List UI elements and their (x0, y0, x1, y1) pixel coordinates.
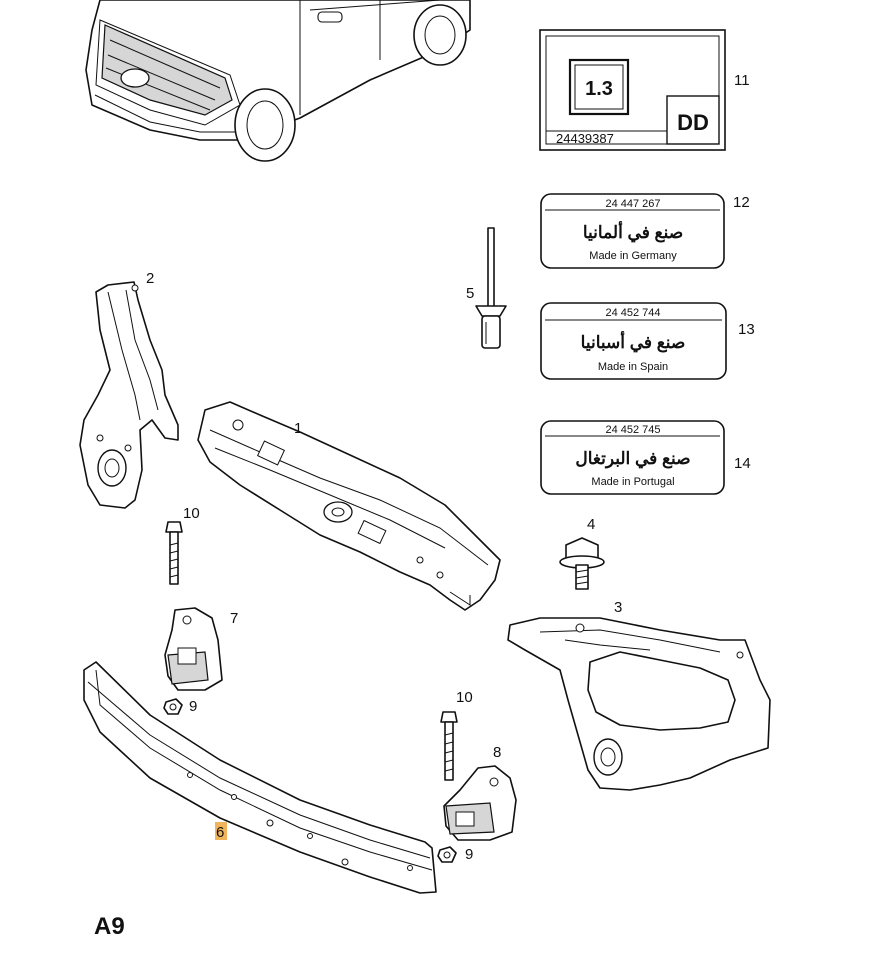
part-14-origin-label-portugal: 24 452 745 صنع في البرتغال Made in Portu… (540, 420, 725, 495)
callout-12: 12 (733, 194, 750, 211)
origin-label-arabic-text: صنع في ألمانيا (583, 220, 683, 243)
page-code: A9 (94, 913, 125, 940)
origin-label-arabic-text: صنع في أسبانيا (581, 330, 686, 353)
part-8-mounting-bracket (443, 765, 517, 841)
callout-1: 1 (294, 420, 302, 437)
callout-6-highlight (215, 822, 227, 840)
part-7-mounting-bracket (164, 607, 223, 691)
part-10-bolt-lower (440, 711, 458, 781)
part-1-upper-cross-member (197, 401, 501, 611)
engine-displacement-text: 1.3 (585, 78, 613, 100)
callout-5: 5 (466, 285, 474, 302)
callout-11: 11 (734, 72, 750, 89)
callout-2: 2 (146, 270, 154, 287)
part-2-left-headlamp-bracket (79, 281, 179, 509)
origin-label-english-text: Made in Spain (598, 361, 668, 373)
callout-9-upper: 9 (189, 698, 197, 715)
callout-10-upper: 10 (183, 505, 200, 522)
part-13-origin-label-spain: 24 452 744 صنع في أسبانيا Made in Spain (540, 302, 727, 380)
callout-3: 3 (614, 599, 622, 616)
part-9-nut-upper (163, 698, 183, 715)
callout-9-lower: 9 (465, 846, 473, 863)
origin-label-english-text: Made in Portugal (591, 476, 674, 488)
origin-label-part-number: 24 447 267 (605, 198, 660, 210)
part-10-bolt-upper (165, 521, 183, 585)
vehicle-overview-illustration (85, 0, 471, 162)
part-3-right-headlamp-bracket (507, 617, 771, 791)
callout-8: 8 (493, 744, 501, 761)
callout-14: 14 (734, 455, 751, 472)
part-11-engine-label: 1.3 DD 24439387 (539, 29, 726, 151)
callout-7: 7 (230, 610, 238, 627)
origin-label-part-number: 24 452 745 (605, 424, 660, 436)
callout-10-lower: 10 (456, 689, 473, 706)
part-4-flange-bolt (559, 537, 605, 590)
callout-4: 4 (587, 516, 595, 533)
part-9-nut-lower (437, 846, 457, 863)
origin-label-english-text: Made in Germany (589, 250, 677, 262)
engine-code-text: DD (677, 110, 709, 135)
callout-6: 6 (216, 824, 224, 841)
part-5-rivet (475, 227, 507, 349)
part-12-origin-label-germany: 24 447 267 صنع في ألمانيا Made in German… (540, 193, 725, 269)
origin-label-arabic-text: صنع في البرتغال (575, 449, 690, 469)
callout-13: 13 (738, 321, 755, 338)
part-6-bumper-reinforcement-beam (83, 661, 437, 894)
callout-numbers: 1 2 3 4 5 6 7 8 9 9 10 10 11 12 13 14 (146, 72, 755, 863)
origin-label-part-number: 24 452 744 (605, 307, 660, 319)
engine-label-part-number: 24439387 (556, 131, 614, 146)
